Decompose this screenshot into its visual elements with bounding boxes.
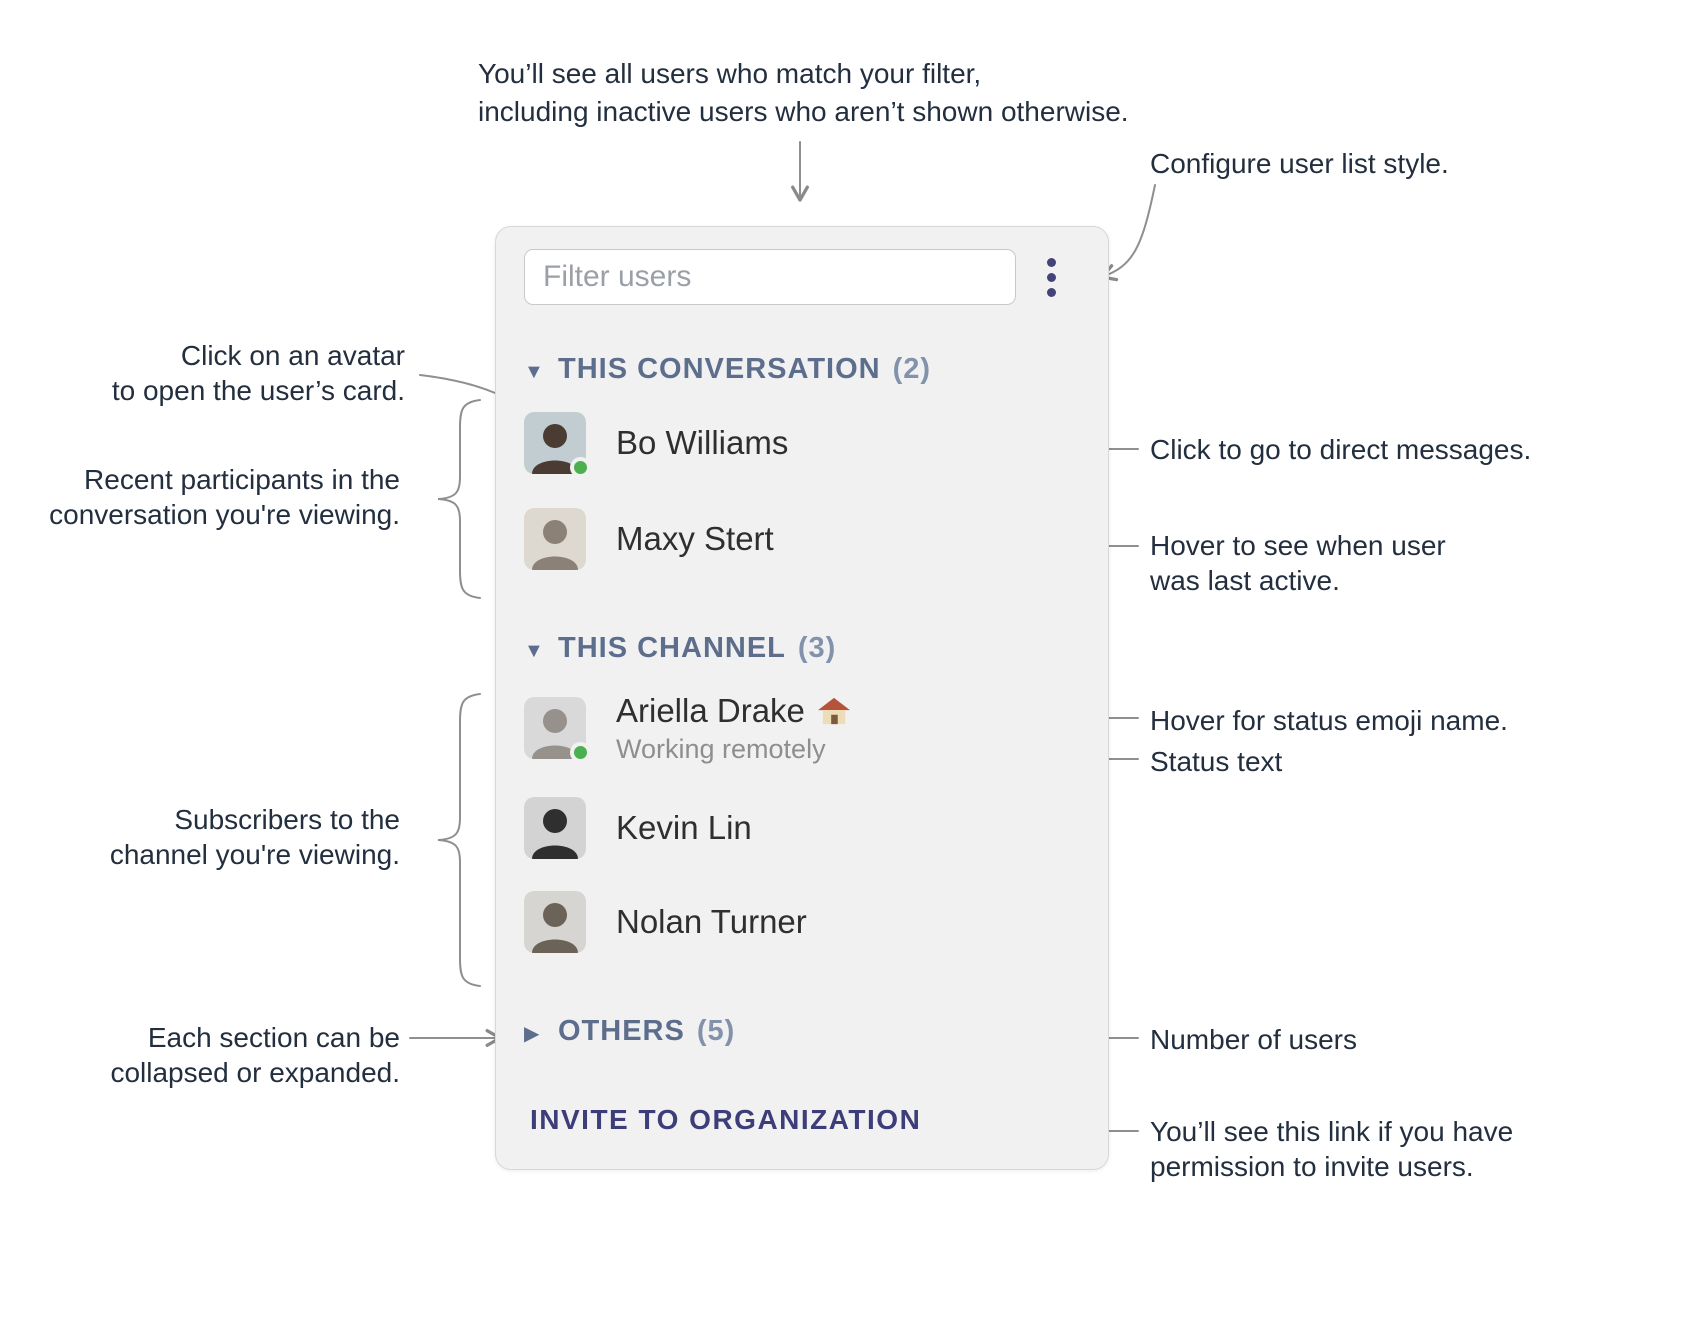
brace-channel (437, 693, 481, 987)
annotation-recent-participants: Recent participants in the conversation … (49, 464, 400, 530)
avatar[interactable] (524, 797, 586, 859)
section-label: THIS CHANNEL (558, 632, 786, 664)
avatar[interactable] (524, 697, 591, 763)
section-header-others[interactable]: ▶ OTHERS (5) (524, 1015, 1080, 1048)
online-status-dot (570, 457, 591, 478)
section-header-this-channel[interactable]: ▼ THIS CHANNEL (3) (524, 632, 1080, 665)
invite-to-organization-link[interactable]: INVITE TO ORGANIZATION (530, 1104, 922, 1135)
annotation-subscribers: Subscribers to the channel you're viewin… (109, 804, 400, 870)
user-name: Kevin Lin (616, 809, 752, 846)
avatar[interactable] (524, 412, 591, 478)
annotation-status-emoji: Hover for status emoji name. (1150, 705, 1508, 736)
annotation-user-count: Number of users (1150, 1024, 1357, 1055)
user-name: Ariella Drake (616, 692, 805, 729)
caret-down-icon: ▼ (524, 361, 544, 383)
user-row-nolan-turner[interactable]: Nolan Turner (524, 891, 1080, 953)
annotation-avatar-click: Click on an avatar to open the user’s ca… (111, 340, 405, 406)
annotation-invite-permission: You’ll see this link if you have permiss… (1150, 1116, 1514, 1182)
section-header-this-conversation[interactable]: ▼ THIS CONVERSATION (2) (524, 353, 1080, 386)
brace-conversation (437, 399, 481, 599)
user-list-panel: ▼ THIS CONVERSATION (2) Bo Williams Maxy… (495, 226, 1109, 1170)
annotation-configure: Configure user list style. (1150, 148, 1449, 179)
caret-right-icon: ▶ (524, 1023, 540, 1045)
online-status-dot (570, 742, 591, 763)
annotation-filter-note: You’ll see all users who match your filt… (478, 58, 1129, 127)
section-count: (2) (892, 353, 932, 385)
user-status-text: Working remotely (616, 734, 826, 764)
user-name: Maxy Stert (616, 520, 774, 557)
user-name: Nolan Turner (616, 903, 807, 940)
annotation-collapse: Each section can be collapsed or expande… (110, 1022, 400, 1088)
user-row-maxy-stert[interactable]: Maxy Stert (524, 508, 1080, 570)
section-count: (5) (696, 1015, 736, 1047)
section-label: THIS CONVERSATION (558, 353, 881, 385)
filter-users-input[interactable] (524, 249, 1016, 305)
user-name: Bo Williams (616, 424, 789, 461)
filter-row (524, 249, 1080, 305)
kebab-menu-icon[interactable] (1022, 249, 1080, 305)
user-row-bo-williams[interactable]: Bo Williams (524, 412, 1080, 478)
user-row-kevin-lin[interactable]: Kevin Lin (524, 797, 1080, 859)
annotation-last-active: Hover to see when user was last active. (1150, 530, 1446, 596)
avatar[interactable] (524, 891, 586, 953)
section-label: OTHERS (558, 1015, 685, 1047)
annotation-direct-messages: Click to go to direct messages. (1150, 434, 1532, 465)
house-status-emoji (817, 697, 850, 725)
avatar[interactable] (524, 508, 586, 570)
arrow-configure (1100, 184, 1156, 282)
section-count: (3) (797, 632, 837, 664)
annotation-status-text: Status text (1150, 746, 1283, 777)
caret-down-icon: ▼ (524, 640, 544, 662)
user-row-ariella-drake[interactable]: Ariella Drake Working remotely (524, 691, 1080, 765)
